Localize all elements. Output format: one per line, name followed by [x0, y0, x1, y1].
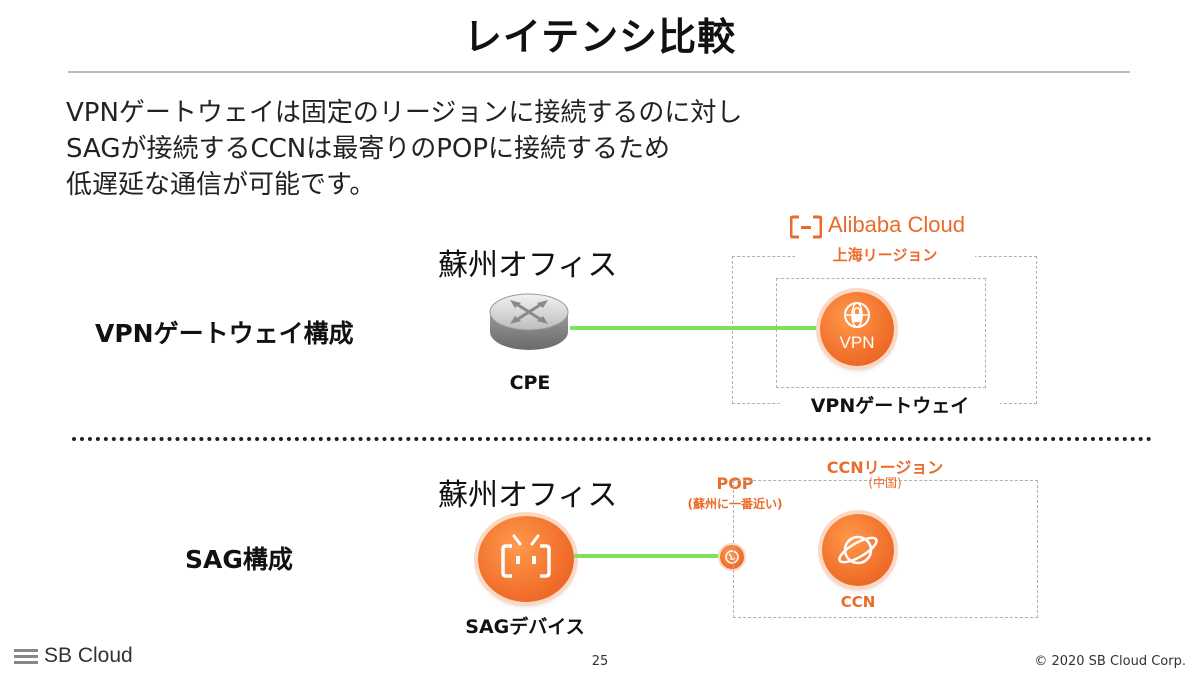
ccn-label: CCN [840, 593, 876, 611]
footer-brand: SB Cloud [44, 644, 133, 667]
sag-device-icon [478, 516, 574, 602]
section-divider [72, 437, 1152, 441]
page-number: 25 [591, 654, 609, 669]
vpn-icon-text: VPN [839, 333, 875, 352]
alibaba-cloud-logo: Alibaba Cloud [790, 211, 980, 243]
intro-line-2: SAGが接続するCCNは最寄りのPOPに接続するため [66, 134, 671, 164]
ccn-region-box [733, 480, 1038, 618]
pop-label: POP [716, 474, 754, 493]
vpn-gateway-label: VPNゲートウェイ [780, 391, 1000, 418]
ccn-icon [822, 514, 894, 586]
vpc-box [776, 278, 986, 388]
vpn-gateway-icon: VPN [820, 292, 894, 366]
copyright: © 2020 SB Cloud Corp. [1034, 654, 1186, 669]
office-label-bottom: 蘇州オフィス [438, 478, 618, 513]
pop-sublabel: (蘇州に一番近い) [687, 497, 783, 511]
sb-cloud-logo-mark-icon [14, 649, 38, 664]
ccn-region-label: CCNリージョン [790, 454, 980, 478]
title-divider [68, 71, 1130, 73]
globe-lock-icon [844, 302, 870, 328]
alibaba-cloud-logo-text: Alibaba Cloud [828, 212, 965, 237]
sb-cloud-logo: SB Cloud [14, 644, 164, 670]
router-icon [489, 293, 569, 350]
planet-ring-icon [838, 535, 878, 565]
sag-config-label: SAG構成 [185, 545, 293, 574]
cpe-label: CPE [509, 372, 551, 394]
slide-title: レイテンシ比較 [463, 15, 737, 59]
alibaba-cloud-logo-mark-icon [790, 215, 822, 239]
connection-line-sag-pop [574, 554, 724, 558]
ccn-region-sublabel: (中国) [868, 476, 902, 490]
sag-device-label: SAGデバイス [465, 616, 585, 638]
sag-face-icon [501, 534, 551, 578]
connection-line-cpe-vpn [570, 326, 820, 330]
vpn-gateway-config-label: VPNゲートウェイ構成 [95, 319, 354, 348]
intro-line-3: 低遅延な通信が可能です。 [66, 170, 376, 200]
intro-line-1: VPNゲートウェイは固定のリージョンに接続するのに対し [66, 98, 743, 128]
shanghai-region-label: 上海リージョン [795, 244, 975, 265]
office-label-top: 蘇州オフィス [438, 248, 618, 283]
